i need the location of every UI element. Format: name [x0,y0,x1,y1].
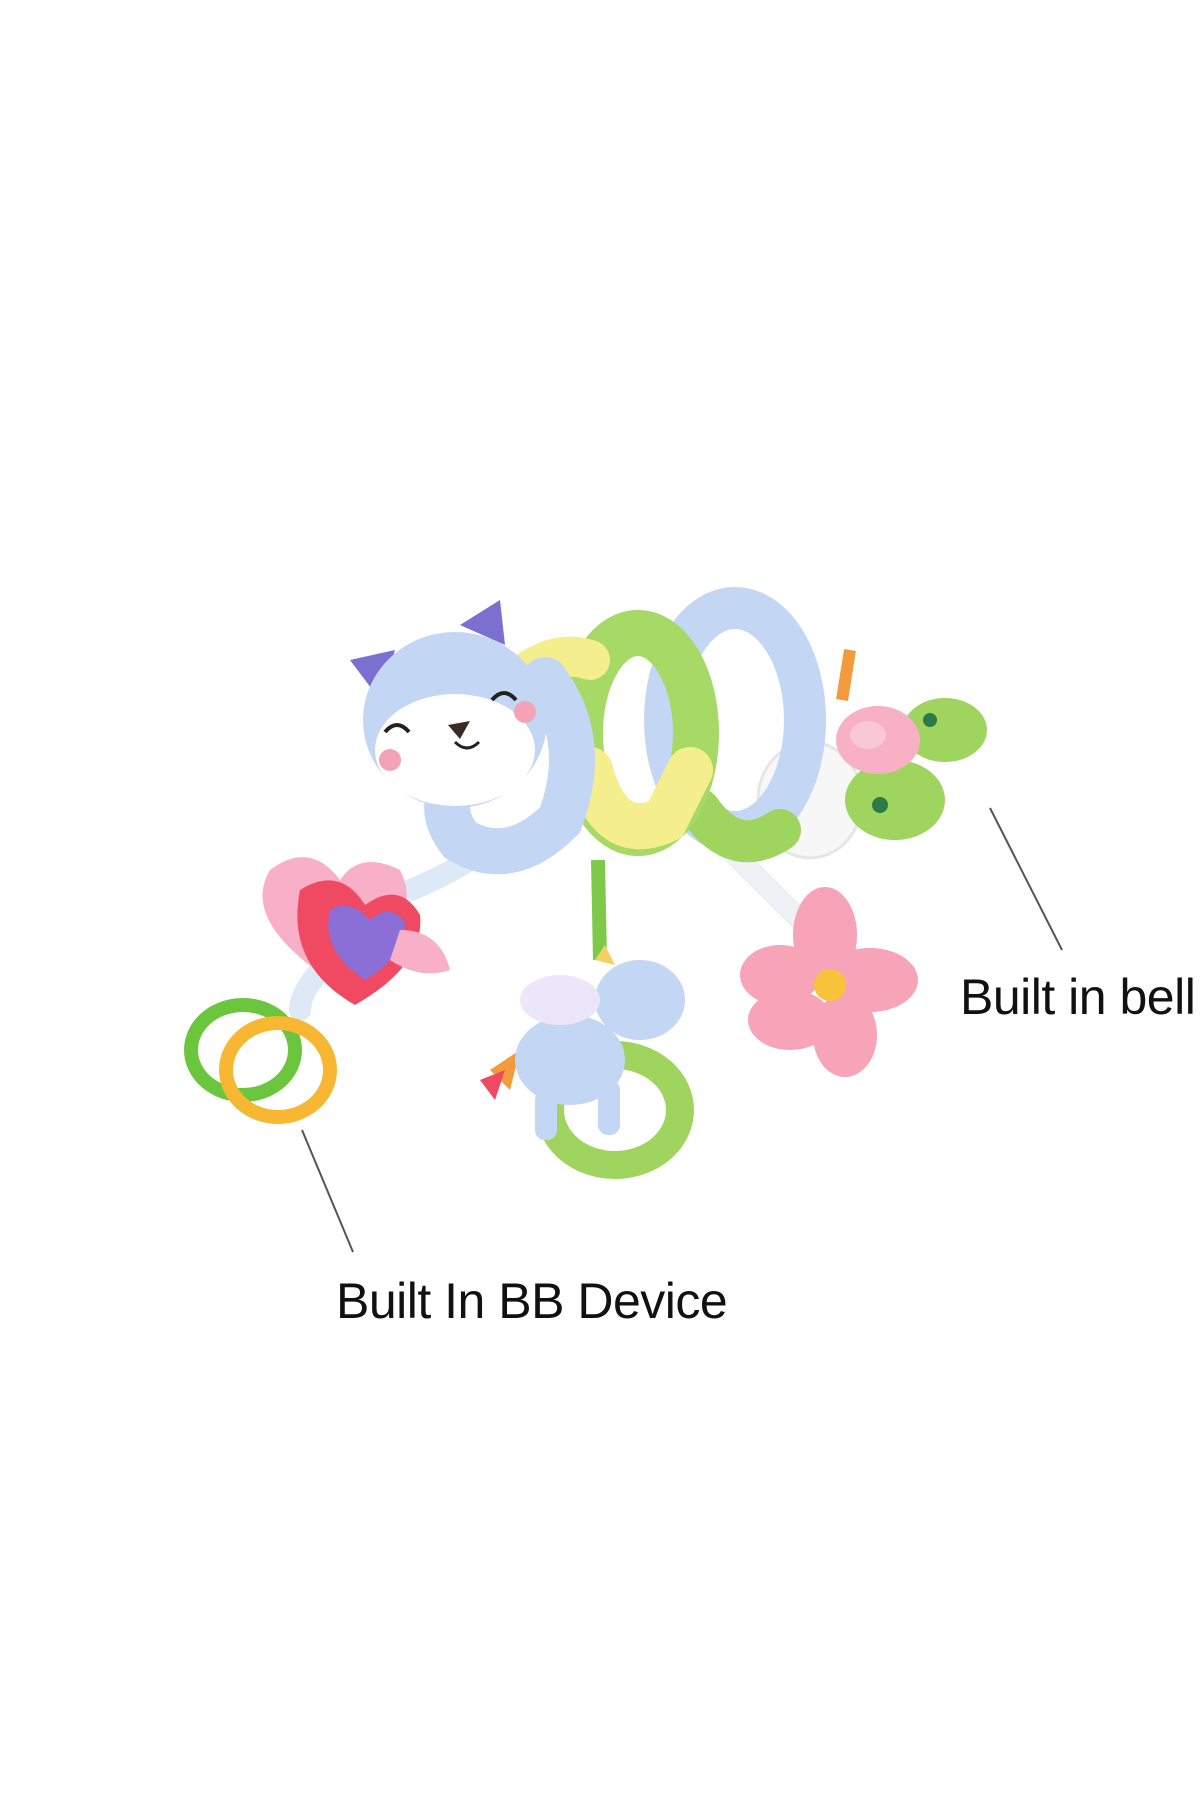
built-in-bb-device-label: Built In BB Device [336,1273,728,1329]
flower-toy [740,887,918,1077]
butterfly-bell-toy [836,698,987,840]
bb-device-leader-line [301,1129,354,1253]
fox-head [350,600,547,808]
heart-crinkle-tag [262,857,450,1005]
built-in-bell-label: Built in bell [960,969,1196,1025]
unicorn-teether [480,945,694,1179]
teething-rings [184,998,337,1124]
bell-leader-line [989,807,1063,951]
